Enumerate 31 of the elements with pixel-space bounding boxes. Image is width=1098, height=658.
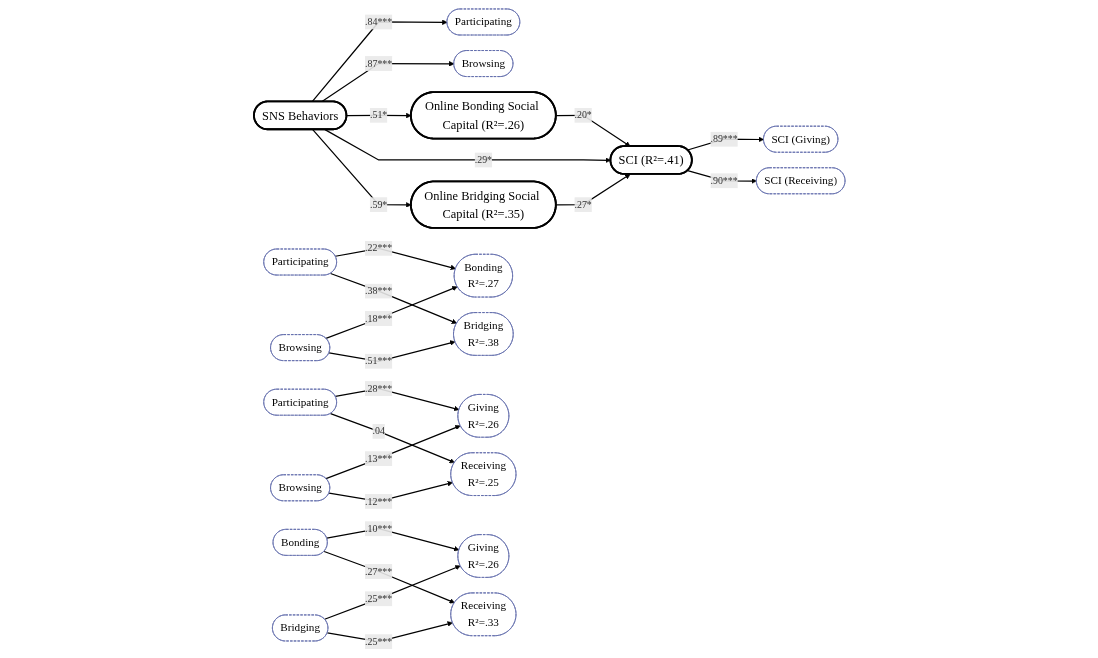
arrow <box>324 424 461 480</box>
edge-label: .51* <box>369 109 387 121</box>
edge-label: .59* <box>369 199 387 210</box>
edge-label: .28*** <box>364 382 392 394</box>
edge-label: .10*** <box>364 523 392 534</box>
arrow <box>311 129 411 208</box>
arrow <box>324 286 458 340</box>
edge-label: .29* <box>474 154 492 165</box>
edge-label: .20* <box>573 109 592 121</box>
arrow <box>329 413 455 464</box>
arrow <box>311 19 447 103</box>
arrow <box>329 272 457 324</box>
edge-label: .12*** <box>364 495 392 507</box>
edge-label: .51*** <box>364 355 392 367</box>
arrow <box>323 565 461 620</box>
edge-label: .18*** <box>364 312 392 324</box>
edge-label: .22*** <box>364 242 392 254</box>
edge-label: .04 <box>371 425 385 437</box>
edge-label: .38*** <box>364 285 392 297</box>
edge-label: .13*** <box>364 453 392 464</box>
edge-label: .25*** <box>364 636 392 647</box>
edge-label: .27*** <box>364 565 392 577</box>
arrow <box>345 112 411 119</box>
edge-label: .90*** <box>709 175 738 186</box>
edge-label: .27* <box>573 199 592 210</box>
edge-label: .87*** <box>364 57 392 69</box>
edge-label: .25*** <box>364 593 392 604</box>
edge-label: .89*** <box>709 133 738 145</box>
arrow <box>323 129 611 163</box>
arrow <box>323 550 455 604</box>
edge-label: .84*** <box>364 16 392 27</box>
